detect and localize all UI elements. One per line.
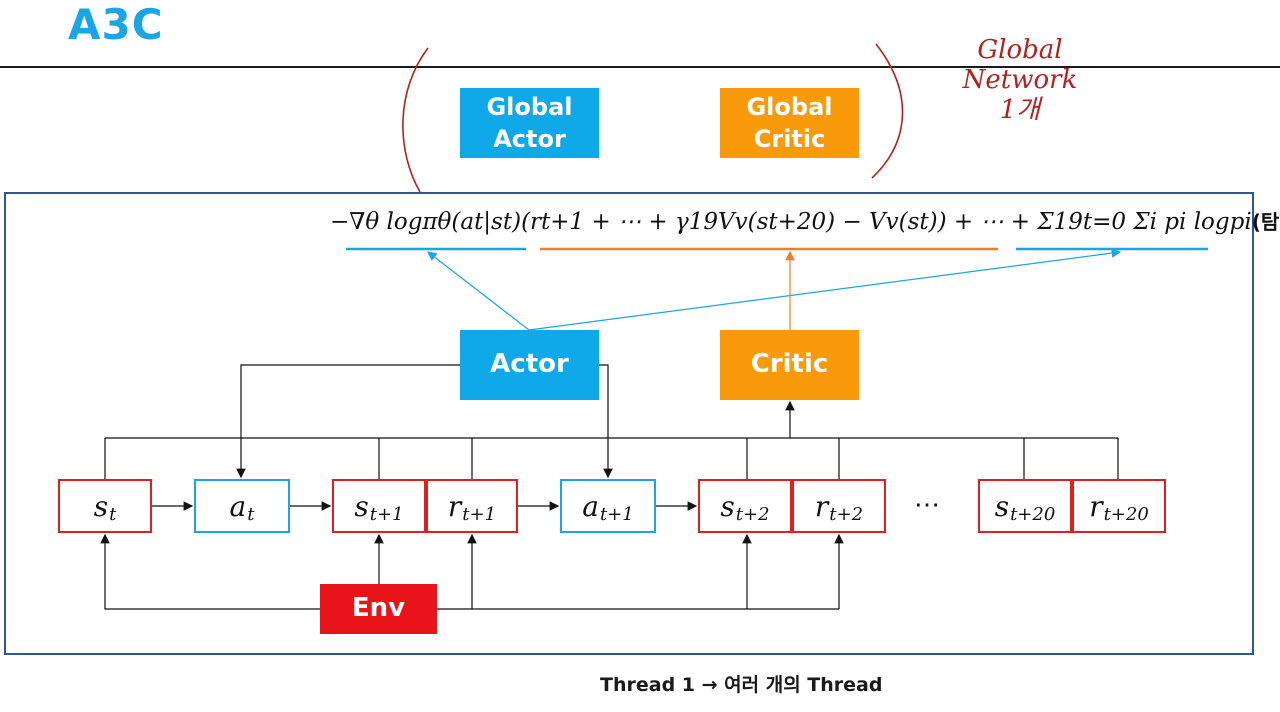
title-divider (0, 66, 1280, 68)
page-title: A3C (68, 0, 164, 49)
env-to-st-arrow (100, 533, 320, 610)
sequence-ellipsis: ⋯ (914, 490, 940, 520)
thread-frame (4, 192, 1254, 655)
actor-box: Actor (460, 330, 599, 400)
actor-to-at-arrow (236, 364, 460, 479)
global-bracket-left (402, 47, 429, 193)
loss-formula: −∇θ logπθ(at|st)(rt+1 + ⋯ + γ19Vv(st+20)… (330, 206, 1280, 235)
env-box: Env (320, 584, 437, 634)
caption: Thread 1 → 여러 개의 Thread (600, 674, 883, 696)
actor-to-at1-arrow (599, 364, 613, 479)
global-critic-box: Global Critic (720, 88, 859, 158)
formula-actor-term: −∇θ logπθ(at|st) (330, 209, 522, 235)
global-actor-box: Global Actor (460, 88, 599, 158)
formula-entropy-label: (탐험) (1251, 210, 1280, 234)
handwritten-note: Global Network 1개 (962, 35, 1078, 125)
formula-critic-term: (rt+1 + ⋯ + γ19Vv(st+20) − Vv(st)) (521, 209, 947, 235)
actor-to-policy-arrow (427, 251, 530, 331)
global-bracket-right (871, 43, 904, 179)
formula-plus-dots: + ⋯ + (946, 209, 1038, 235)
actor-to-entropy-arrow (528, 248, 1122, 331)
critic-box: Critic (720, 330, 859, 400)
formula-entropy-term: Σ19t=0 Σi pi logpi (1037, 209, 1252, 235)
